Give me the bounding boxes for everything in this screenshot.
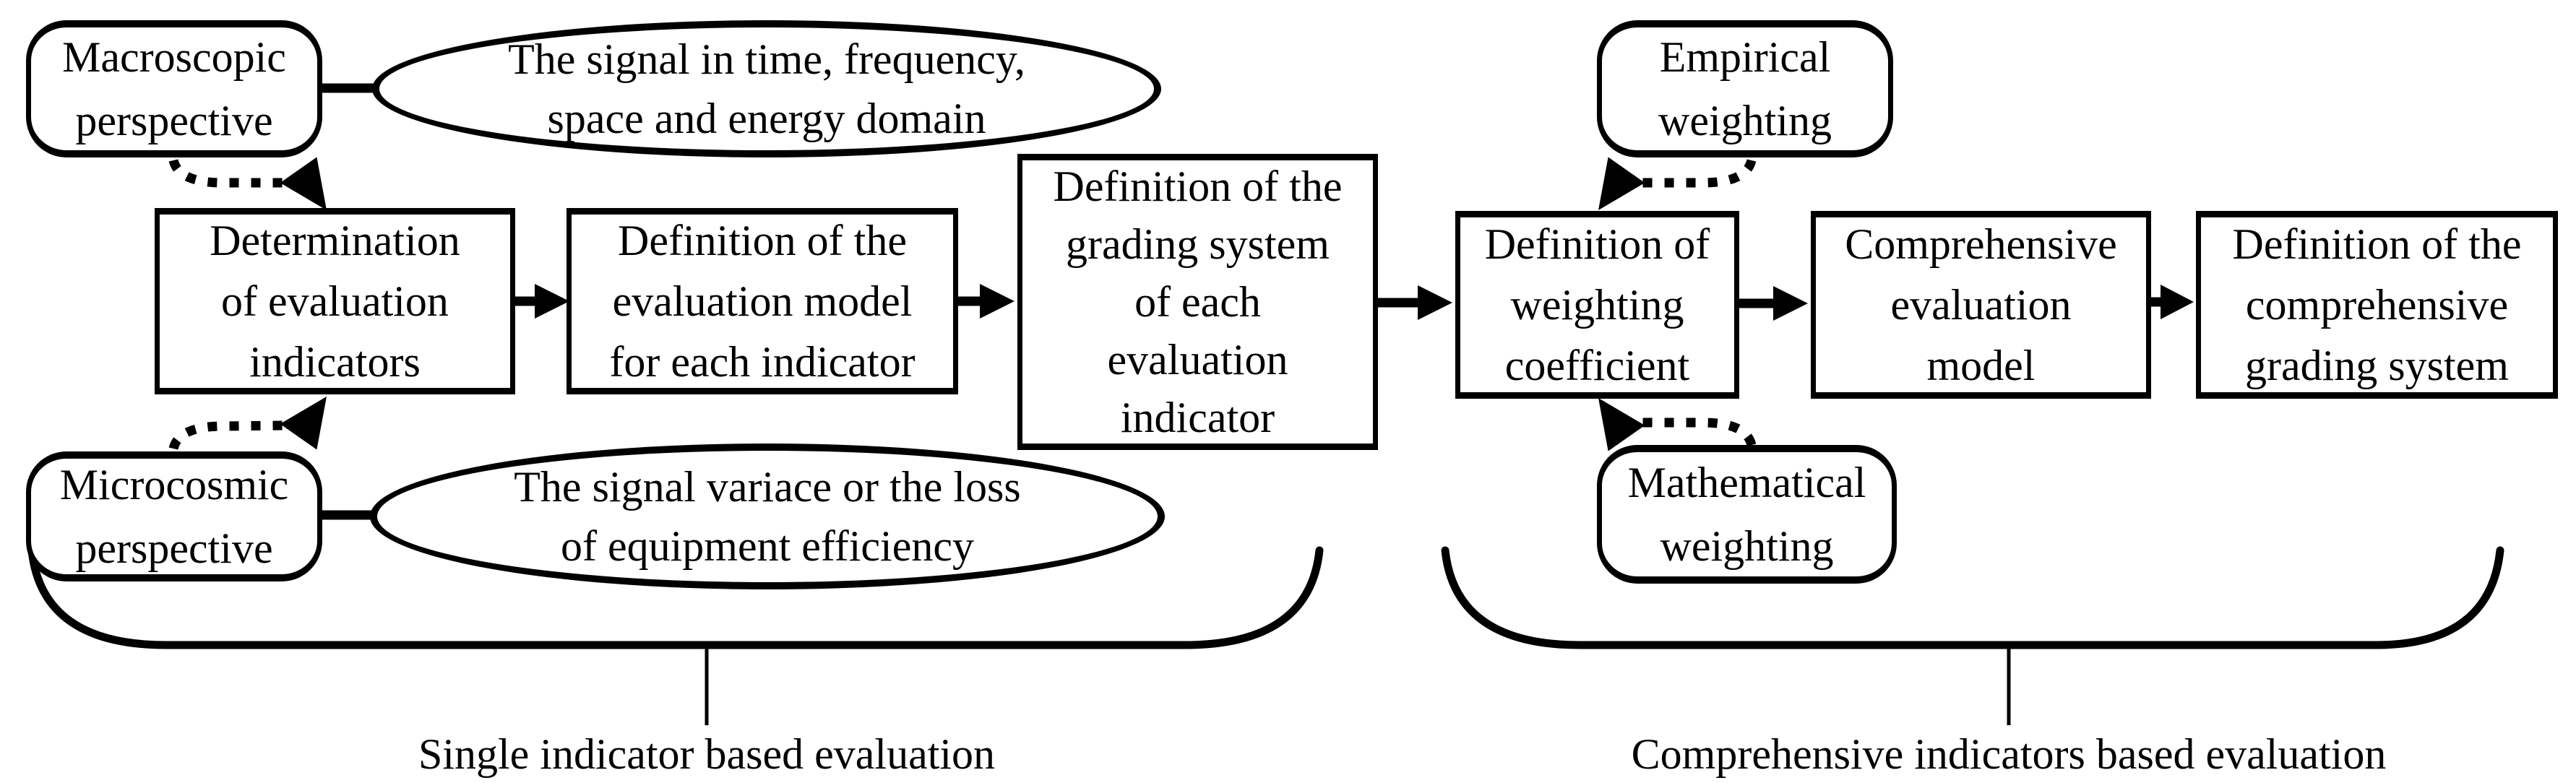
node-text-line: Empirical [1659,33,1831,81]
step-text-line: Definition of the [1053,163,1343,210]
flow-arrow-step1-step2 [514,284,569,319]
arrowhead-icon [1598,157,1645,210]
node-microcosmic-perspective: Microcosmic perspective [26,451,322,581]
node-text-line: weighting [1658,97,1832,144]
step-text-line: evaluation model [612,277,913,325]
step-text-line: for each indicator [609,338,916,386]
node-text-line: perspective [75,97,273,144]
ellipse-macro-signal-domain: The signal in time, frequency, space and… [372,20,1161,157]
step-text-line: evaluation [1107,336,1288,384]
step-text-line: grading system [2245,342,2509,389]
dashed-arrow-mathematical-to-step4 [1598,398,1757,451]
node-text-line: Microcosmic [59,461,289,509]
ellipse-text-line: The signal variace or the loss [514,463,1021,511]
dashed-arrow-empirical-to-step4 [1598,157,1757,210]
group-label-single-indicator: Single indicator based evaluation [418,730,996,778]
arrowhead-icon [1598,398,1645,451]
step-text-line: coefficient [1504,342,1690,389]
node-text-line: Mathematical [1627,459,1866,506]
ellipse-text-line: of equipment efficiency [561,522,974,570]
dashed-line [1642,159,1757,188]
step-text-line: grading system [1066,220,1330,268]
dashed-line [168,420,284,451]
dashed-line [168,158,283,188]
ellipse-text-line: space and energy domain [547,95,986,142]
brace-left [27,546,1324,649]
flow-arrow-step2-step3 [957,284,1015,319]
flow-arrow-step3-step4 [1377,285,1452,320]
arrowhead-icon [280,397,327,450]
node-macroscopic-perspective: Macroscopic perspective [26,20,322,157]
step-text-line: Determination [210,217,460,264]
node-text-line: Macroscopic [62,33,286,81]
step-text-line: Comprehensive [1845,220,2117,268]
step-text-line: model [1926,342,2036,389]
step-text-line: Definition of the [2232,220,2522,268]
arrowhead-icon [535,284,569,319]
step-text-line: indicator [1120,394,1275,441]
arrowhead-icon [980,284,1015,319]
flow-arrow-step5-step6 [2150,285,2194,319]
arrowhead-icon [2161,285,2194,319]
step-text-line: comprehensive [2245,281,2509,329]
step-weighting-coefficient-definition: Definition of weighting coefficient [1455,211,1739,399]
node-text-line: weighting [1660,522,1834,570]
ellipse-micro-signal-variance: The signal variace or the loss of equipm… [370,444,1165,589]
dashed-arrow-microcosmic-to-step1 [168,397,327,451]
dashed-line [1642,418,1757,446]
arrowhead-icon [1773,286,1808,321]
step-text-line: indicators [249,338,421,386]
flow-arrow-step4-step5 [1739,286,1808,321]
brace-right [1441,546,2504,649]
step-comprehensive-evaluation-model: Comprehensive evaluation model [1811,211,2151,399]
step-text-line: of each [1134,278,1261,326]
step-text-line: Definition of the [618,217,907,264]
step-comprehensive-grading-system: Definition of the comprehensive grading … [2196,211,2558,399]
node-mathematical-weighting: Mathematical weighting [1597,445,1897,584]
step-text-line: Definition of [1484,220,1710,268]
step-text-line: weighting [1510,281,1684,329]
group-label-comprehensive-indicators: Comprehensive indicators based evaluatio… [1631,730,2387,778]
step-evaluation-model-definition: Definition of the evaluation model for e… [567,208,958,394]
dashed-arrow-macroscopic-to-step1 [168,157,327,210]
arrowhead-icon [280,157,327,210]
step-determination-of-indicators: Determination of evaluation indicators [155,208,515,394]
node-text-line: perspective [75,524,273,572]
step-text-line: evaluation [1890,281,2072,329]
step-text-line: of evaluation [221,277,449,325]
arrowhead-icon [1418,285,1452,320]
node-empirical-weighting: Empirical weighting [1597,20,1893,157]
step-grading-system-definition: Definition of the grading system of each… [1017,154,1378,450]
ellipse-text-line: The signal in time, frequency, [508,35,1025,83]
